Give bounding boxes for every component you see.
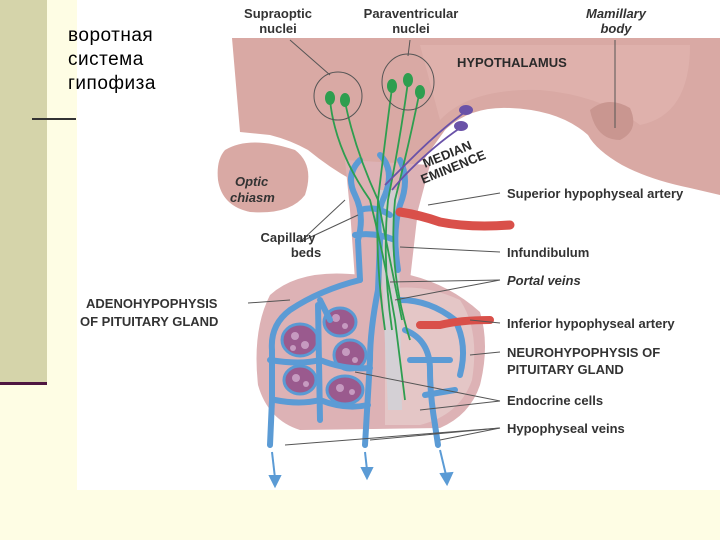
label-mamillary-2: body — [600, 21, 632, 36]
label-paraventricular-2: nuclei — [392, 21, 430, 36]
label-adeno-2: OF PITUITARY GLAND — [80, 314, 218, 329]
neurons-purple — [384, 111, 466, 191]
portal-veins — [267, 152, 467, 448]
title-line-2: система — [68, 49, 144, 70]
label-superior-artery: Superior hypophyseal artery — [507, 186, 684, 201]
label-supraoptic-2: nuclei — [259, 21, 297, 36]
neuron-bodies-green — [325, 73, 425, 107]
cell-nuclei — [290, 314, 358, 395]
label-supraoptic-1: Supraoptic — [244, 6, 312, 21]
supraoptic-circle — [313, 71, 363, 121]
label-optic-chiasm-2: chiasm — [230, 190, 275, 205]
label-neuro-1: NEUROHYPOPHYSIS OF — [507, 345, 660, 360]
label-capillary-beds-1: Capillary — [261, 230, 317, 245]
label-portal-veins: Portal veins — [507, 273, 581, 288]
label-neuro-2: PITUITARY GLAND — [507, 362, 624, 377]
label-infundibulum: Infundibulum — [507, 245, 589, 260]
label-mamillary-1: Mamillary — [586, 6, 647, 21]
leader-lines — [247, 39, 616, 446]
title-underline — [32, 118, 76, 120]
optic-chiasm — [217, 142, 309, 213]
label-optic-chiasm-1: Optic — [235, 174, 269, 189]
label-endocrine-cells: Endocrine cells — [507, 393, 603, 408]
label-hypophyseal-veins: Hypophyseal veins — [507, 421, 625, 436]
title-line-1: воротная — [68, 25, 154, 46]
label-adeno-1: ADENOHYPOPHYSIS — [86, 296, 218, 311]
label-capillary-beds-2: beds — [291, 245, 321, 260]
neuron-bodies-purple — [454, 105, 473, 131]
label-paraventricular-1: Paraventricular — [364, 6, 459, 21]
label-hypothalamus: HYPOTHALAMUS — [457, 55, 567, 70]
mamillary-body — [590, 101, 634, 140]
arteries — [395, 207, 515, 329]
outflow-arrows — [268, 449, 454, 489]
sidebar-divider — [0, 382, 47, 385]
label-inferior-artery: Inferior hypophyseal artery — [507, 316, 675, 331]
slide-title: воротная система гипофиза — [68, 24, 218, 96]
title-line-3: гипофиза — [68, 73, 156, 94]
sidebar-bar — [0, 0, 47, 382]
